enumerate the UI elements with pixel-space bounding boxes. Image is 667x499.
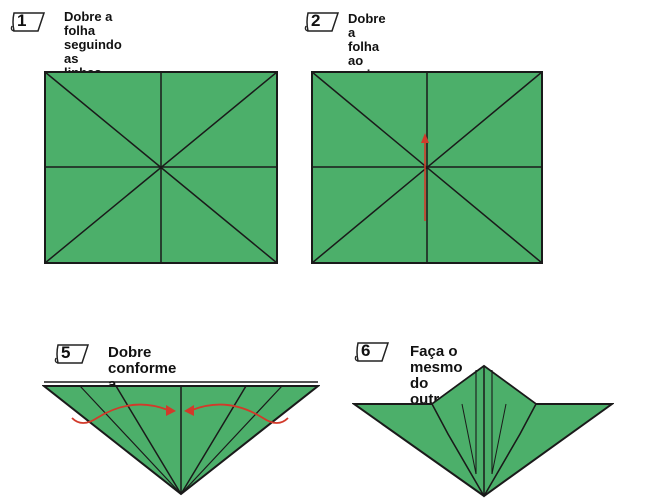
fold-arrow-right-icon (191, 403, 289, 424)
step-number-badge: 6 (352, 338, 392, 366)
step-number-badge: 2 (302, 8, 342, 36)
step-number-badge: 1 (8, 8, 48, 36)
step-number: 1 (17, 11, 27, 30)
step-number: 5 (61, 343, 71, 362)
step-badge-icon (54, 344, 90, 364)
arrowhead-icon (421, 133, 429, 143)
fold-arrow-left-icon (71, 403, 169, 424)
step-badge-icon (354, 342, 390, 362)
step-badge-icon (304, 12, 340, 32)
step-number: 2 (311, 11, 321, 30)
step-number: 6 (361, 341, 371, 360)
step-number-badge: 5 (52, 340, 92, 368)
step-badge-icon (10, 12, 46, 32)
triangle-fold-diagram (42, 381, 320, 496)
folded-square-diagram (44, 71, 278, 264)
folded-square-with-arrow-diagram (311, 71, 543, 264)
crane-shape-diagram (352, 364, 614, 498)
